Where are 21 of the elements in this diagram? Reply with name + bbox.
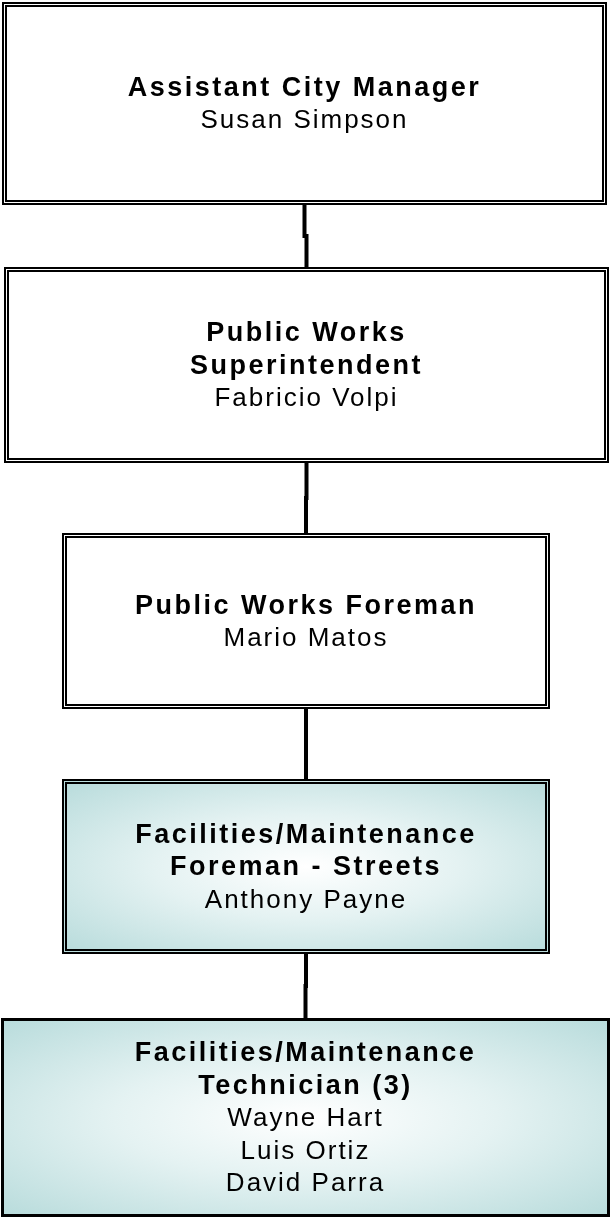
person-name: Fabricio Volpi [214,381,399,414]
job-title: Assistant City Manager [127,71,482,104]
connector-line [304,463,309,533]
connector-line [303,954,308,1018]
person-name: Anthony Payne [204,882,408,916]
connector-line [302,205,309,267]
person-name: Wayne Hart [227,1101,384,1134]
org-box [62,779,550,954]
connector-line [304,709,308,779]
person-name: Luis Ortiz [240,1133,371,1167]
org-box [4,267,609,463]
person-name: Susan Simpson [200,103,409,136]
job-title: Public Works Superintendent [189,316,424,382]
job-title: Facilities/Maintenance Technician (3) [133,1036,478,1102]
job-title: Facilities/Maintenance Foreman - Streets [134,817,478,883]
person-name: Mario Matos [223,620,389,654]
person-name: David Parra [225,1166,386,1199]
org-box [2,2,607,205]
job-title: Public Works Foreman [134,588,478,621]
org-box [1,1018,610,1217]
org-box [62,533,550,709]
